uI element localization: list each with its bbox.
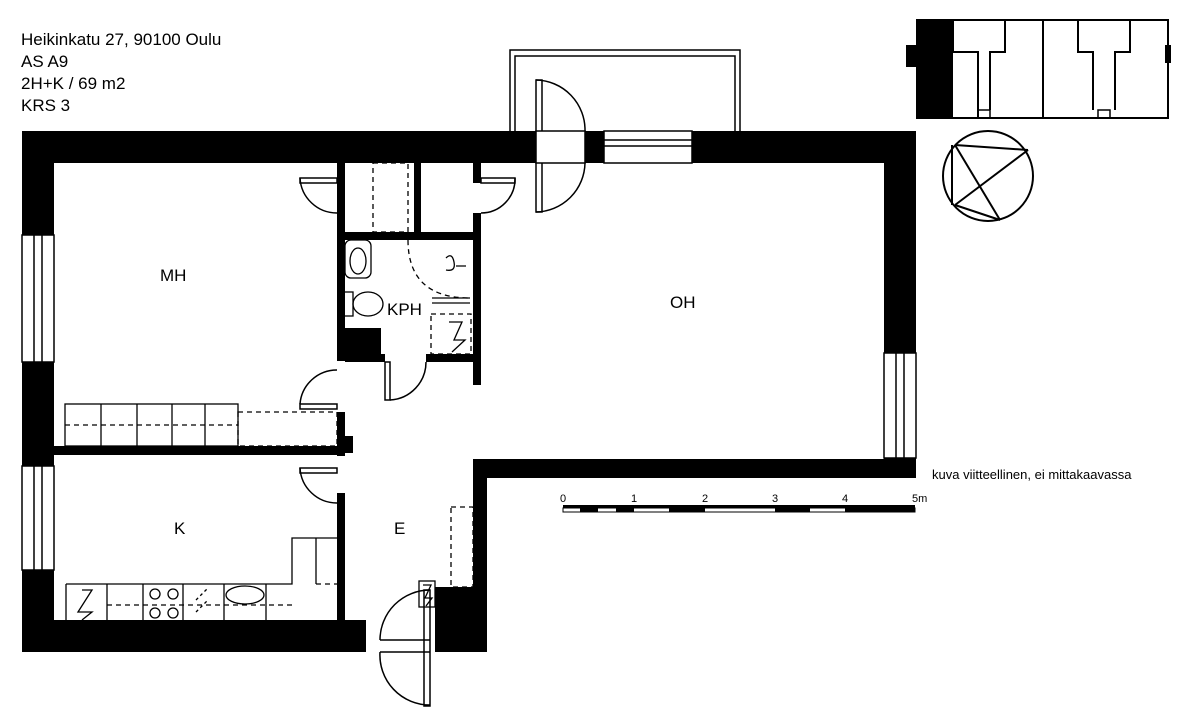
room-label-kph: KPH xyxy=(387,300,422,319)
scale-label: 1 xyxy=(631,493,638,505)
scale-label: 2 xyxy=(702,493,709,505)
apartment-size: 2H+K / 69 m2 xyxy=(21,74,126,93)
room-label-oh: OH xyxy=(670,293,696,312)
windows xyxy=(21,49,917,571)
scale-label: 4 xyxy=(842,493,849,505)
scale-label: 5m xyxy=(912,493,928,505)
room-label-k: K xyxy=(174,519,186,538)
floor-number: KRS 3 xyxy=(21,96,71,115)
address-text: Heikinkatu 27, 90100 Oulu xyxy=(21,30,222,49)
room-label-e: E xyxy=(394,519,406,538)
room-label-mh: MH xyxy=(160,266,187,285)
key-plan xyxy=(906,19,1171,119)
disclaimer-note: kuva viitteellinen, ei mittakaavassa xyxy=(932,467,1132,482)
fixtures xyxy=(64,162,474,621)
compass-icon xyxy=(942,130,1034,222)
doors xyxy=(299,79,586,707)
scale-label: 3 xyxy=(772,493,779,505)
scale-label: 0 xyxy=(560,493,567,505)
apartment-id: AS A9 xyxy=(21,52,69,71)
walls xyxy=(22,131,916,652)
scale-bar xyxy=(562,505,916,513)
apartment-info: Heikinkatu 27, 90100 Oulu AS A9 2H+K / 6… xyxy=(21,29,221,117)
